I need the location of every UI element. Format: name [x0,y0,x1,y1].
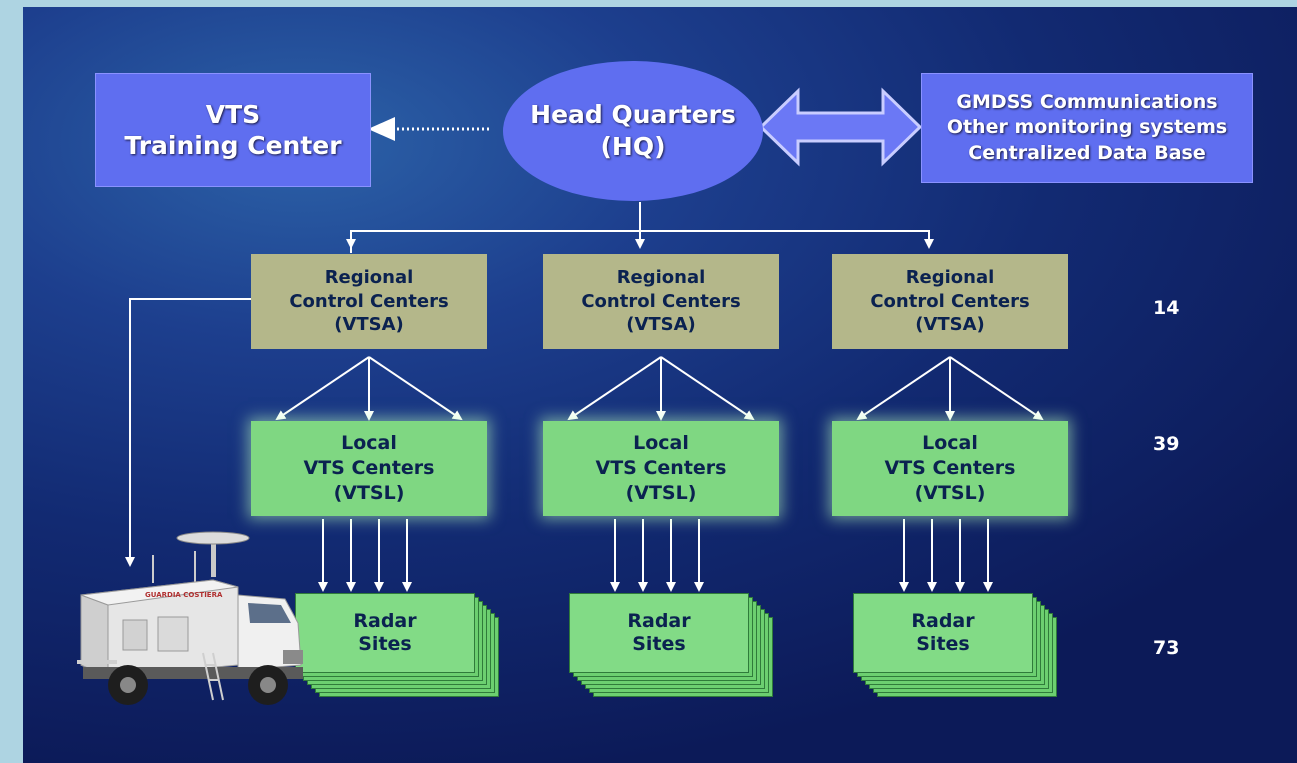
systems-line3: Centralized Data Base [968,141,1206,164]
regional-control-center-3: Regional Control Centers (VTSA) [832,254,1068,349]
local-1-line2: VTS Centers [303,457,435,480]
radar-3-line1: Radar [911,610,975,633]
regional-control-center-1: Regional Control Centers (VTSA) [251,254,487,349]
fan-arrow-2-1 [567,356,662,421]
fan-arrow-3-1 [856,356,951,421]
count-local: 39 [1153,433,1180,455]
local-3-line1: Local [922,432,978,455]
local-2-line2: VTS Centers [595,457,727,480]
count-radar: 73 [1153,637,1180,659]
hq-line2: (HQ) [600,132,666,161]
radar-sites-stack-3: Radar Sites [853,593,1057,697]
regional-1-line2: Control Centers [289,290,449,312]
fan-arrow-3-3 [949,356,1044,421]
radar-sites-stack-1: Radar Sites [295,593,499,697]
radar-sites-label-2: Radar Sites [569,593,749,673]
local-1-line1: Local [341,432,397,455]
systems-line1: GMDSS Communications [956,90,1218,113]
fan-arrow-2-3 [660,356,755,421]
radar-sites-label-3: Radar Sites [853,593,1033,673]
radar-3-line2: Sites [916,633,970,655]
local-2-line1: Local [633,432,689,455]
regional-to-local-arrows [275,356,1044,421]
local-1-line3: (VTSL) [333,481,405,504]
training-center-line2: Training Center [124,131,342,160]
hq-line1: Head Quarters [530,99,736,129]
local-3-line2: VTS Centers [884,457,1016,480]
local-vts-center-1: Local VTS Centers (VTSL) [251,421,487,516]
local-vts-center-3: Local VTS Centers (VTSL) [832,421,1068,516]
regional-2-line3: (VTSA) [626,314,696,336]
regional-to-mobile-arrow [125,298,251,567]
local-2-line3: (VTSL) [625,481,697,504]
fan-arrow-1-3 [368,356,463,421]
radar-sites-label-1: Radar Sites [295,593,475,673]
truck-label: GUARDIA COSTIERA [145,591,223,599]
radar-2-line2: Sites [632,633,686,655]
radar-2-line1: Radar [627,610,691,633]
fan-arrow-1-1 [275,356,370,421]
radar-1-line1: Radar [353,610,417,633]
mobile-radar-truck-image: GUARDIA COSTIERA [77,531,303,705]
connector-lines [125,87,1044,592]
diagram-canvas: VTS Training Center Head Quarters (HQ) G… [23,7,1297,763]
training-center-line1: VTS [205,99,261,129]
local-vts-center-2: Local VTS Centers (VTSL) [543,421,779,516]
dotted-arrow-to-training [368,117,489,141]
regional-2-line1: Regional [616,267,706,289]
regional-control-center-2: Regional Control Centers (VTSA) [543,254,779,349]
radar-sites-stack-2: Radar Sites [569,593,773,697]
count-regional: 14 [1153,297,1180,319]
radar-1-line2: Sites [358,633,412,655]
local-to-radar-arrows [318,519,993,592]
head-quarters-ellipse: Head Quarters (HQ) [503,61,763,201]
systems-line2: Other monitoring systems [946,116,1228,139]
regional-2-line2: Control Centers [581,290,741,312]
regional-3-line2: Control Centers [870,290,1030,312]
training-center-box: VTS Training Center [95,73,371,187]
systems-box: GMDSS Communications Other monitoring sy… [921,73,1253,183]
regional-1-line1: Regional [324,267,414,289]
regional-1-line3: (VTSA) [334,314,404,336]
regional-3-line1: Regional [905,267,995,289]
regional-3-line3: (VTSA) [915,314,985,336]
local-3-line3: (VTSL) [914,481,986,504]
hq-to-regional-arrows [346,202,934,253]
double-arrow-hq-systems [758,87,923,167]
